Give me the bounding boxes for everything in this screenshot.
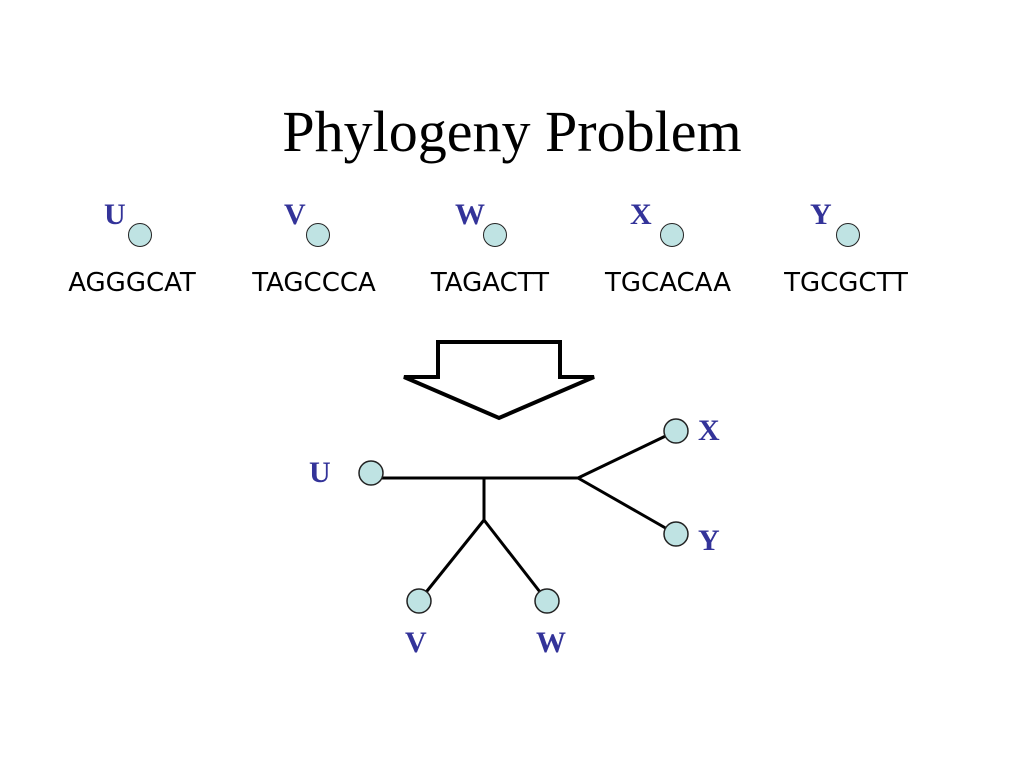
taxon-node — [483, 223, 507, 247]
taxon-label: W — [455, 198, 485, 231]
tree-edge — [577, 429, 677, 480]
down-arrow-icon — [403, 340, 595, 421]
tree-node-x — [663, 418, 689, 444]
tree-label-x: X — [698, 414, 720, 447]
taxon-label: U — [104, 198, 126, 231]
taxon-sequence: TAGACTT — [430, 268, 550, 298]
taxon-label: Y — [810, 198, 832, 231]
taxon-node — [306, 223, 330, 247]
tree-node-v — [406, 588, 432, 614]
tree-node-u — [358, 460, 384, 486]
taxon-label: V — [284, 198, 306, 231]
taxon-x: X TGCACAA — [578, 200, 758, 310]
taxon-sequence: AGGGCAT — [68, 268, 196, 298]
taxon-y: Y TGCGCTT — [756, 200, 936, 310]
taxon-sequence: TAGCCCA — [252, 268, 376, 298]
tree-label-v: V — [405, 626, 427, 659]
taxon-node — [128, 223, 152, 247]
taxon-w: W TAGACTT — [400, 200, 580, 310]
tree-edges — [371, 429, 677, 602]
slide-title: Phylogeny Problem — [282, 99, 742, 164]
tree-label-w: W — [536, 626, 566, 659]
tree-leaf-nodes — [358, 418, 689, 614]
tree-node-w — [534, 588, 560, 614]
tree-label-y: Y — [698, 524, 720, 557]
taxon-u: U AGGGCAT — [42, 200, 222, 310]
taxon-sequence: TGCACAA — [605, 268, 731, 298]
tree-node-y — [663, 521, 689, 547]
taxon-node — [660, 223, 684, 247]
tree-edge — [577, 476, 677, 536]
taxon-label: X — [630, 198, 652, 231]
tree-edge — [417, 519, 486, 602]
tree-edge — [482, 519, 549, 602]
tree-label-u: U — [309, 456, 331, 489]
taxon-sequence: TGCGCTT — [784, 268, 908, 298]
taxon-v: V TAGCCCA — [224, 200, 404, 310]
taxon-node — [836, 223, 860, 247]
